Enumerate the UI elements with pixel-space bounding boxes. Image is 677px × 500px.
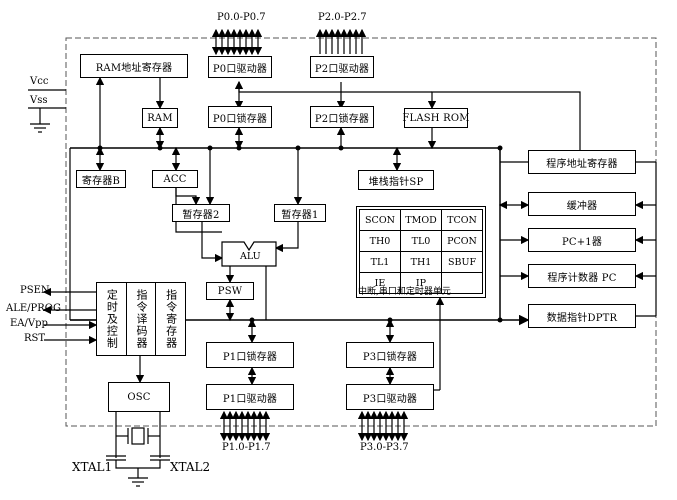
sfr-row: TL1 TH1 SBUF	[359, 251, 483, 273]
sfr-cell: TMOD	[400, 209, 442, 231]
p2-latch: P2口锁存器	[310, 106, 374, 128]
p3-pins-label: P3.0-P3.7	[360, 442, 409, 453]
sfr-cell: TL1	[359, 251, 401, 273]
oscillator: OSC	[108, 382, 170, 412]
xtal1-label: XTAL1	[72, 460, 113, 474]
p1-pins-label: P1.0-P1.7	[222, 442, 271, 453]
p2-driver: P2口驱动器	[310, 56, 374, 78]
stack-pointer: 堆栈指针SP	[358, 170, 434, 190]
instruction-register-label: 指令寄存器	[164, 289, 178, 349]
p0-pin-arrows	[211, 28, 263, 56]
program-address-register: 程序地址寄存器	[528, 150, 636, 174]
data-pointer-dptr: 数据指针DPTR	[528, 304, 636, 328]
p2-pin-arrows	[315, 28, 367, 54]
pc-incrementer: PC+1器	[528, 228, 636, 252]
vcc-label: Vcc	[30, 76, 49, 87]
temp-register-1: 暂存器1	[274, 204, 326, 222]
instruction-decoder-label: 指令译码器	[135, 289, 148, 349]
sfr-cell: IE	[359, 272, 401, 294]
buffer: 缓冲器	[528, 192, 636, 216]
xtal2-label: XTAL2	[170, 460, 211, 474]
sfr-row: SCON TMOD TCON	[359, 209, 483, 231]
flash-rom: FLASH ROM	[402, 108, 469, 128]
alu-label: ALU	[240, 251, 261, 262]
psen-label: PSEN	[20, 285, 50, 296]
sfr-cell: TL0	[400, 230, 442, 252]
accumulator: ACC	[152, 170, 198, 188]
p1-pin-arrows	[219, 410, 271, 442]
p3-latch: P3口锁存器	[346, 342, 434, 368]
sfr-cell: PCON	[441, 230, 483, 252]
p3-pin-arrows	[357, 410, 409, 442]
p0-pins-label: P0.0-P0.7	[217, 12, 266, 23]
sfr-unit: SCON TMOD TCON TH0 TL0 PCON TL1 TH1 SBUF…	[356, 206, 486, 298]
sfr-table: SCON TMOD TCON TH0 TL0 PCON TL1 TH1 SBUF…	[359, 209, 483, 294]
sfr-cell: SBUF	[441, 251, 483, 273]
alu-shape	[221, 241, 277, 267]
ea-vpp-label: EA/Vpp	[10, 318, 48, 329]
p2-pins-label: P2.0-P2.7	[318, 12, 367, 23]
rst-label: RST	[24, 333, 46, 344]
sfr-row: TH0 TL0 PCON	[359, 230, 483, 252]
ram-address-register: RAM地址寄存器	[80, 54, 188, 78]
timing-control-label: 定时及控制	[105, 289, 119, 349]
ram-block: RAM	[142, 108, 178, 128]
sfr-cell: TCON	[441, 209, 483, 231]
sfr-cell: SCON	[359, 209, 401, 231]
p1-driver: P1口驱动器	[206, 384, 294, 410]
vss-label: Vss	[30, 95, 48, 106]
ale-prog-label: ALE/PROG	[6, 303, 61, 314]
p0-latch: P0口锁存器	[208, 106, 272, 128]
crystal-symbol	[131, 427, 145, 445]
sfr-caption: 中断,串口和定时器单元	[358, 287, 451, 297]
sfr-cell: TH0	[359, 230, 401, 252]
sfr-cell	[441, 272, 483, 294]
psw-register: PSW	[206, 282, 254, 300]
sfr-row: IE IP	[359, 272, 483, 294]
control-unit: 定时及控制 指令译码器 指令寄存器	[96, 282, 186, 356]
p1-latch: P1口锁存器	[206, 342, 294, 368]
sfr-cell: TH1	[400, 251, 442, 273]
register-b: 寄存器B	[76, 170, 126, 188]
sfr-cell: IP	[400, 272, 442, 294]
p0-driver: P0口驱动器	[208, 56, 272, 78]
p3-driver: P3口驱动器	[346, 384, 434, 410]
temp-register-2: 暂存器2	[172, 204, 230, 222]
program-counter: 程序计数器 PC	[528, 264, 636, 288]
